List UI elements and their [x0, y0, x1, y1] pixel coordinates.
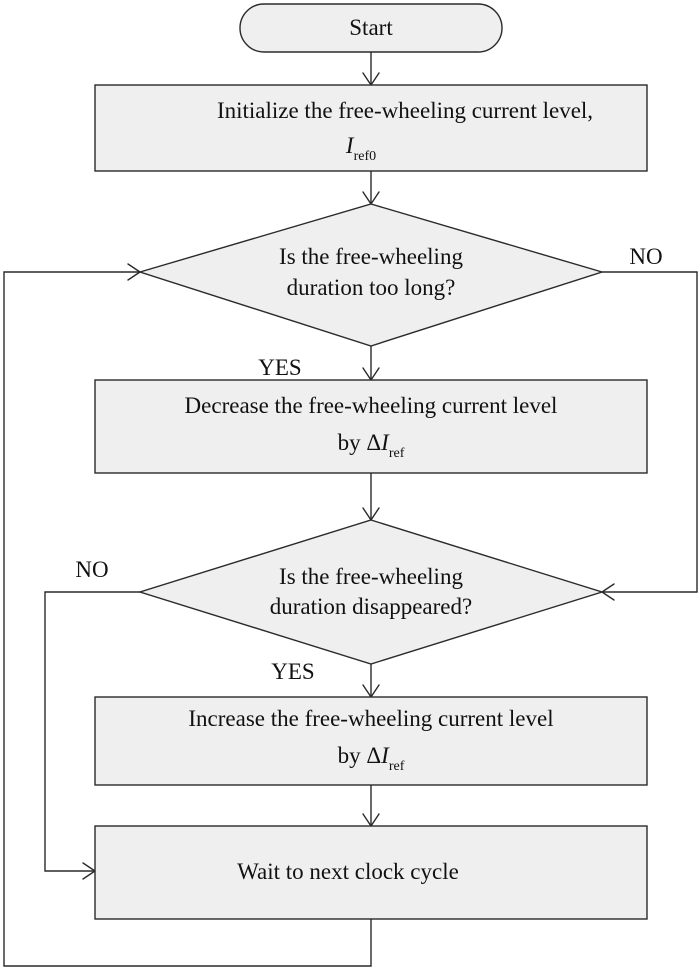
increase-label-line1: Increase the free-wheeling current level: [188, 706, 553, 731]
arrowhead-wait-loop: [127, 263, 141, 281]
connector-wait-loop: [3, 271, 372, 967]
decision1-label-line2: duration too long?: [287, 275, 456, 300]
init-symbol: Iref0: [345, 133, 376, 164]
decision2-no-label: NO: [75, 557, 108, 582]
init-label-line1: Initialize the free-wheeling current lev…: [217, 98, 593, 123]
decision2-node: [137, 519, 605, 665]
connector-decision2-no: [44, 591, 140, 872]
decrease-label-line2: by ΔIref: [338, 430, 405, 461]
decision2-yes-label: YES: [271, 659, 314, 684]
start-label: Start: [349, 15, 393, 40]
increase-node: [94, 696, 648, 786]
wait-label: Wait to next clock cycle: [237, 859, 459, 884]
connector-decision1-no: [602, 271, 698, 593]
decision2-label-line1: Is the free-wheeling: [279, 564, 463, 589]
init-node: [94, 84, 648, 172]
increase-label-line2: by ΔIref: [338, 743, 405, 774]
decision1-yes-label: YES: [258, 355, 301, 380]
decrease-label-line1: Decrease the free-wheeling current level: [185, 393, 558, 418]
decision1-no-label: NO: [629, 244, 662, 269]
wait-node: [94, 825, 648, 920]
decrease-node: [94, 379, 648, 474]
decision2-label-line2: duration disappeared?: [270, 594, 472, 619]
decision1-label-line1: Is the free-wheeling: [279, 244, 463, 269]
